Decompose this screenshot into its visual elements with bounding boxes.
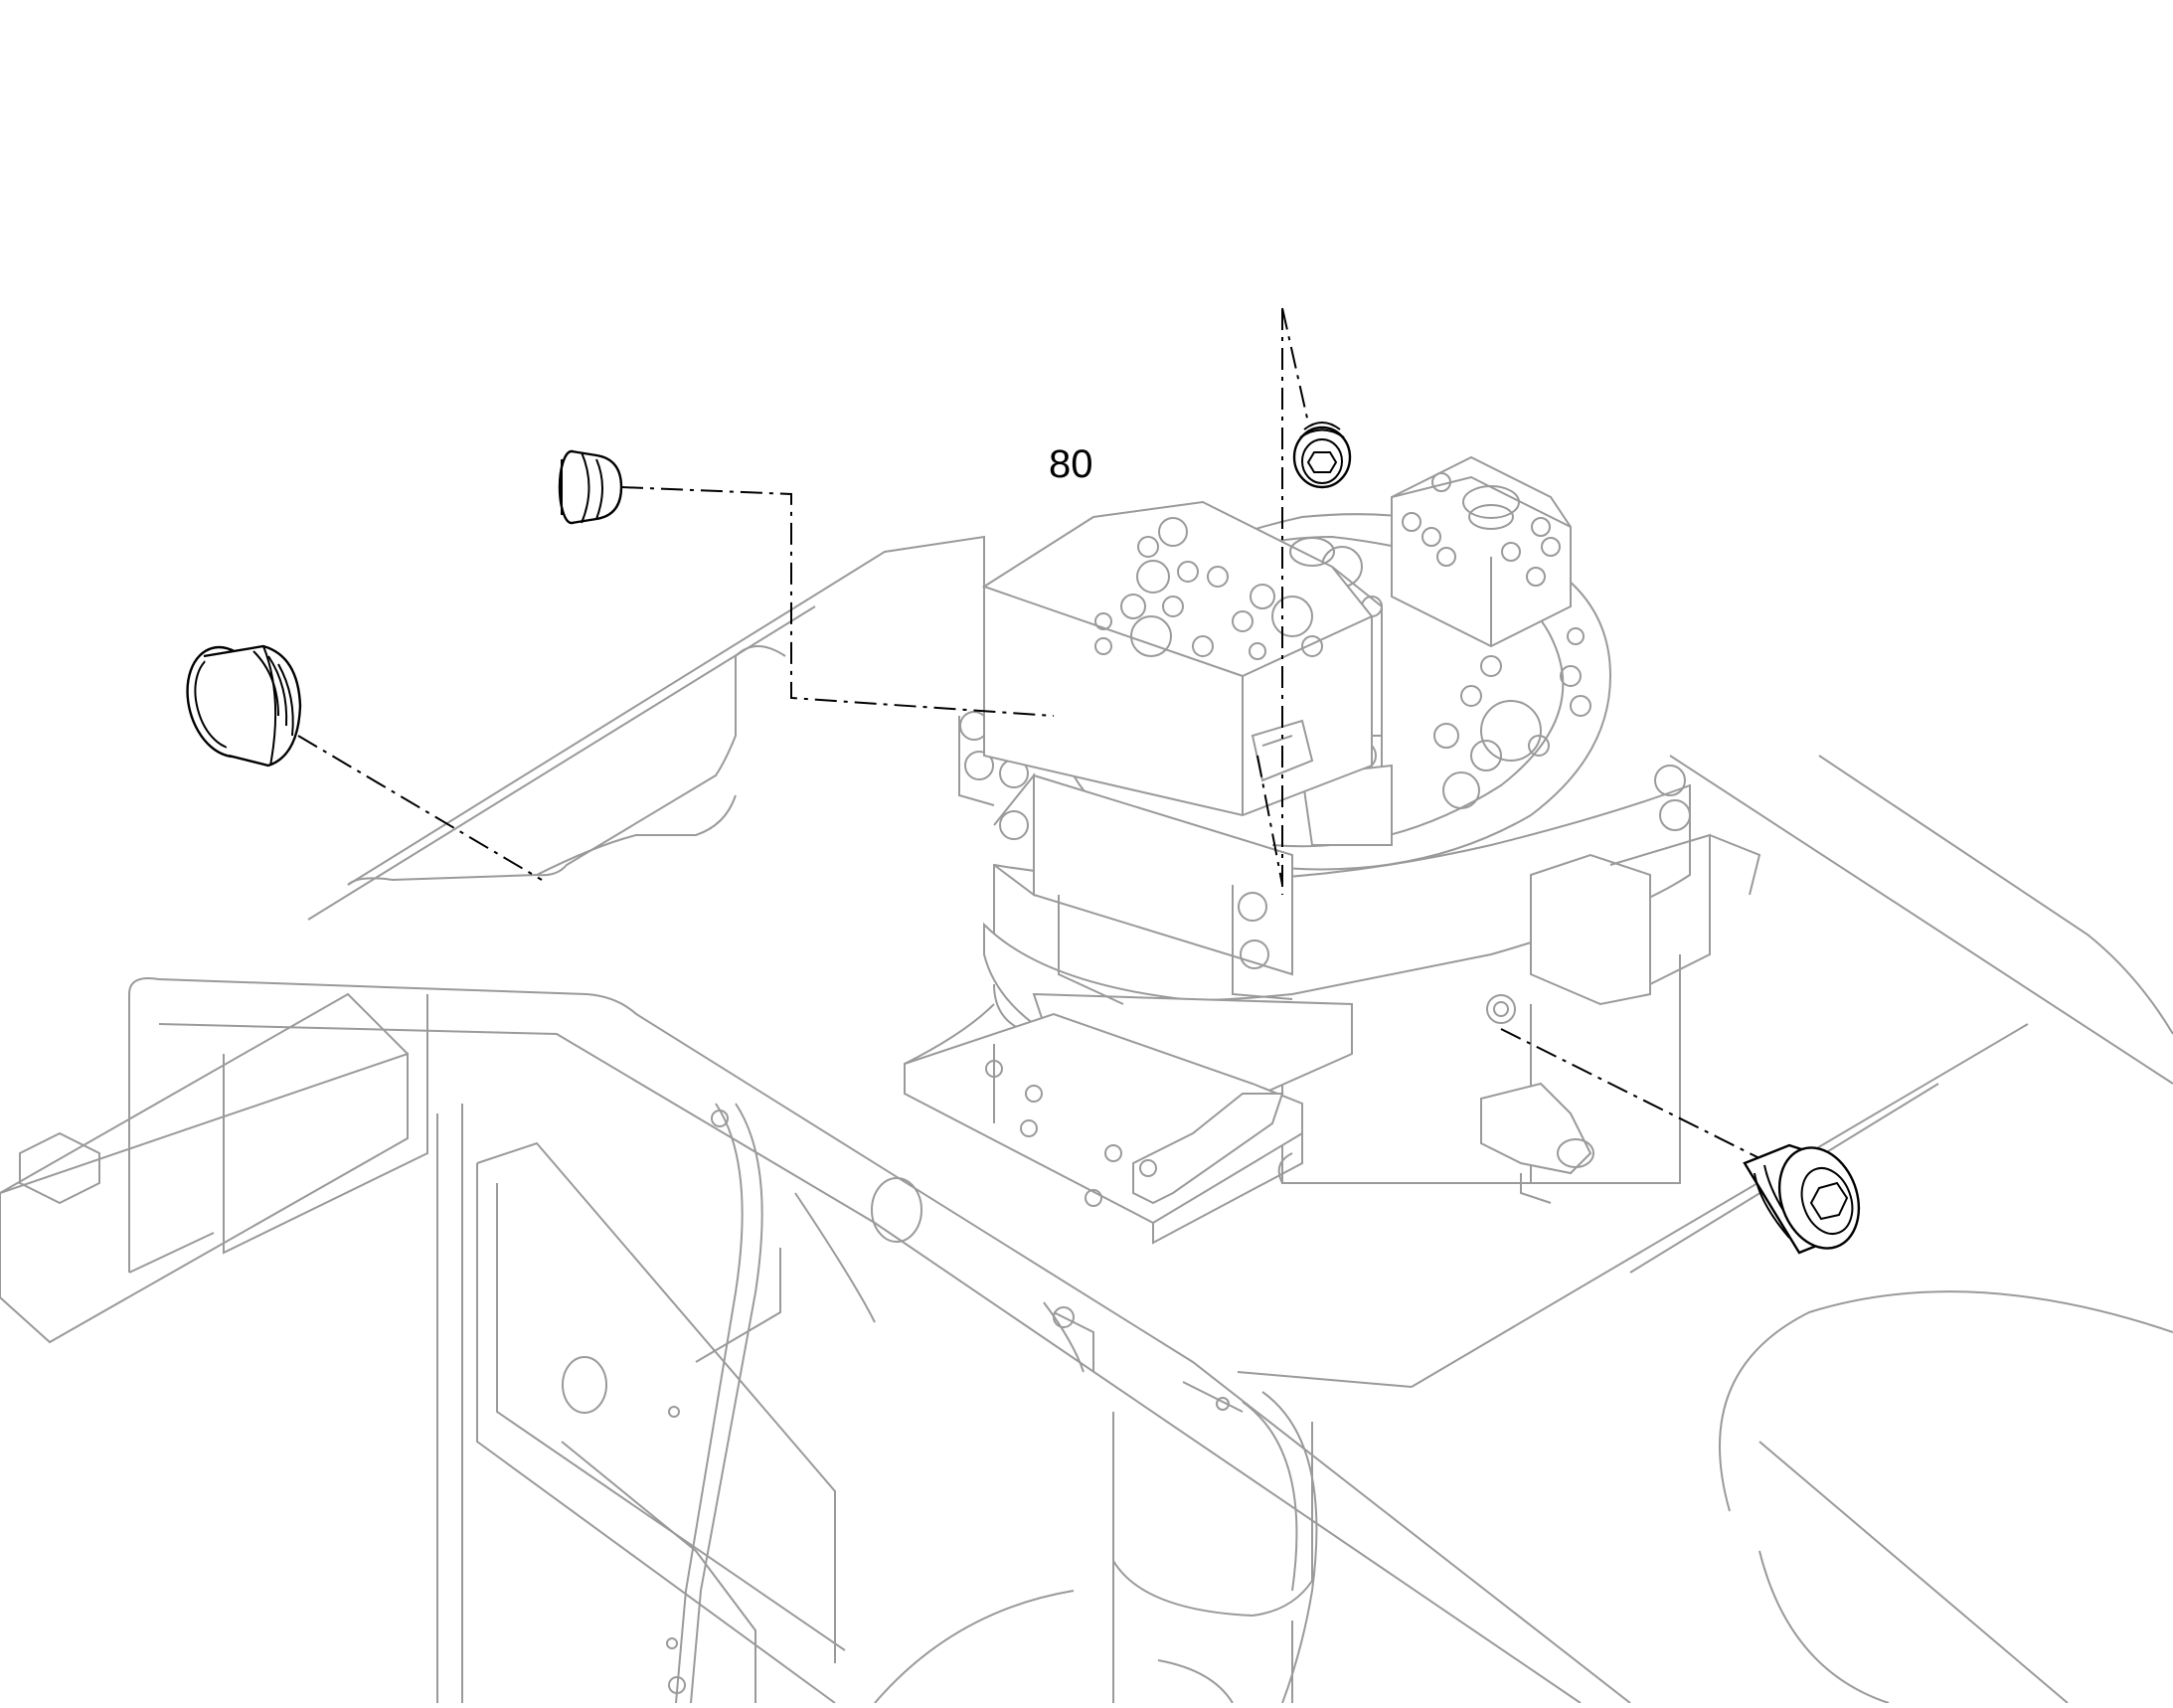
plug-top-left-small: [558, 449, 623, 525]
leader-lines: [297, 307, 1780, 1169]
plug-left-large: [186, 644, 302, 768]
plug-top-center: [1292, 422, 1352, 489]
plug-right-lower: [1743, 1143, 1861, 1255]
callout-label-80: 80: [1049, 442, 1093, 486]
machine-frame: [0, 535, 2173, 1704]
manifold-block: [981, 500, 1383, 817]
